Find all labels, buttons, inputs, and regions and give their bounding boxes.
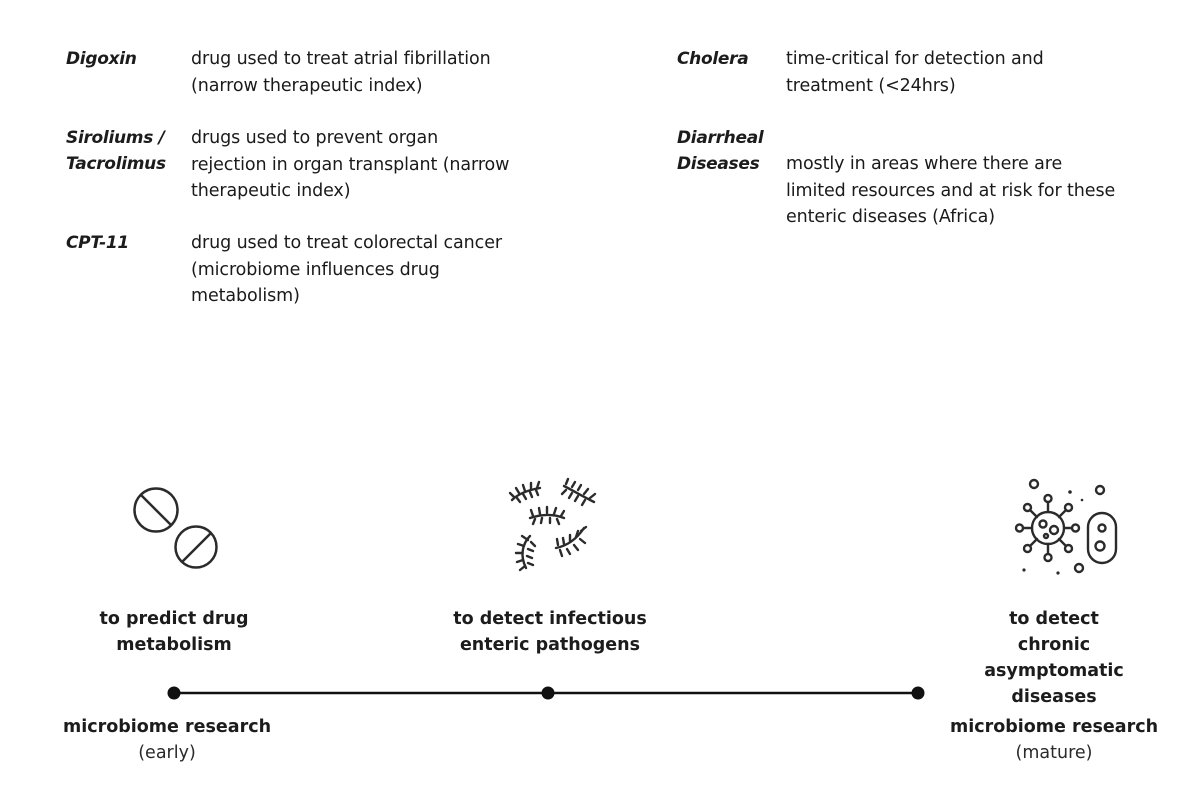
timeline-node-early	[167, 686, 181, 700]
caption-predict-drug-metabolism: to predict drug metabolism	[99, 609, 249, 655]
virus-cell-icon	[1014, 478, 1118, 575]
caption-detect-enteric-pathogens: to detect infectious enteric pathogens	[453, 609, 647, 655]
description-diarrheal-diseases: mostly in areas where there are limited …	[786, 154, 1116, 227]
term-digoxin: Digoxin	[66, 49, 137, 69]
description-digoxin: drug used to treat atrial fibrillation (…	[191, 49, 491, 96]
term-diarrheal-diseases: Diarrheal Diseases	[677, 128, 764, 174]
timeline-start-label: microbiome research (early)	[63, 714, 271, 766]
timeline-end-subtitle: (mature)	[1015, 743, 1093, 763]
timeline-end-label: microbiome research (mature)	[950, 714, 1158, 766]
timeline-node-middle	[541, 686, 555, 700]
term-cpt-11: CPT-11	[66, 233, 129, 253]
bacteria-icon	[508, 477, 597, 572]
term-cholera: Cholera	[677, 49, 749, 69]
description-cpt-11: drug used to treat colorectal cancer (mi…	[191, 233, 502, 306]
description-siroliums-tacrolimus: drugs used to prevent organ rejection in…	[191, 128, 510, 201]
timeline-node-mature	[911, 686, 925, 700]
timeline-start-title: microbiome research	[62, 717, 272, 737]
pills-icon	[133, 487, 218, 569]
caption-detect-chronic-diseases: to detect chronic asymptomatic diseases	[984, 609, 1124, 707]
term-siroliums-tacrolimus: Siroliums / Tacrolimus	[66, 128, 166, 174]
description-cholera: time-critical for detection and treatmen…	[786, 49, 1044, 96]
timeline-end-title: microbiome research	[949, 717, 1159, 737]
timeline-start-subtitle: (early)	[138, 743, 196, 763]
